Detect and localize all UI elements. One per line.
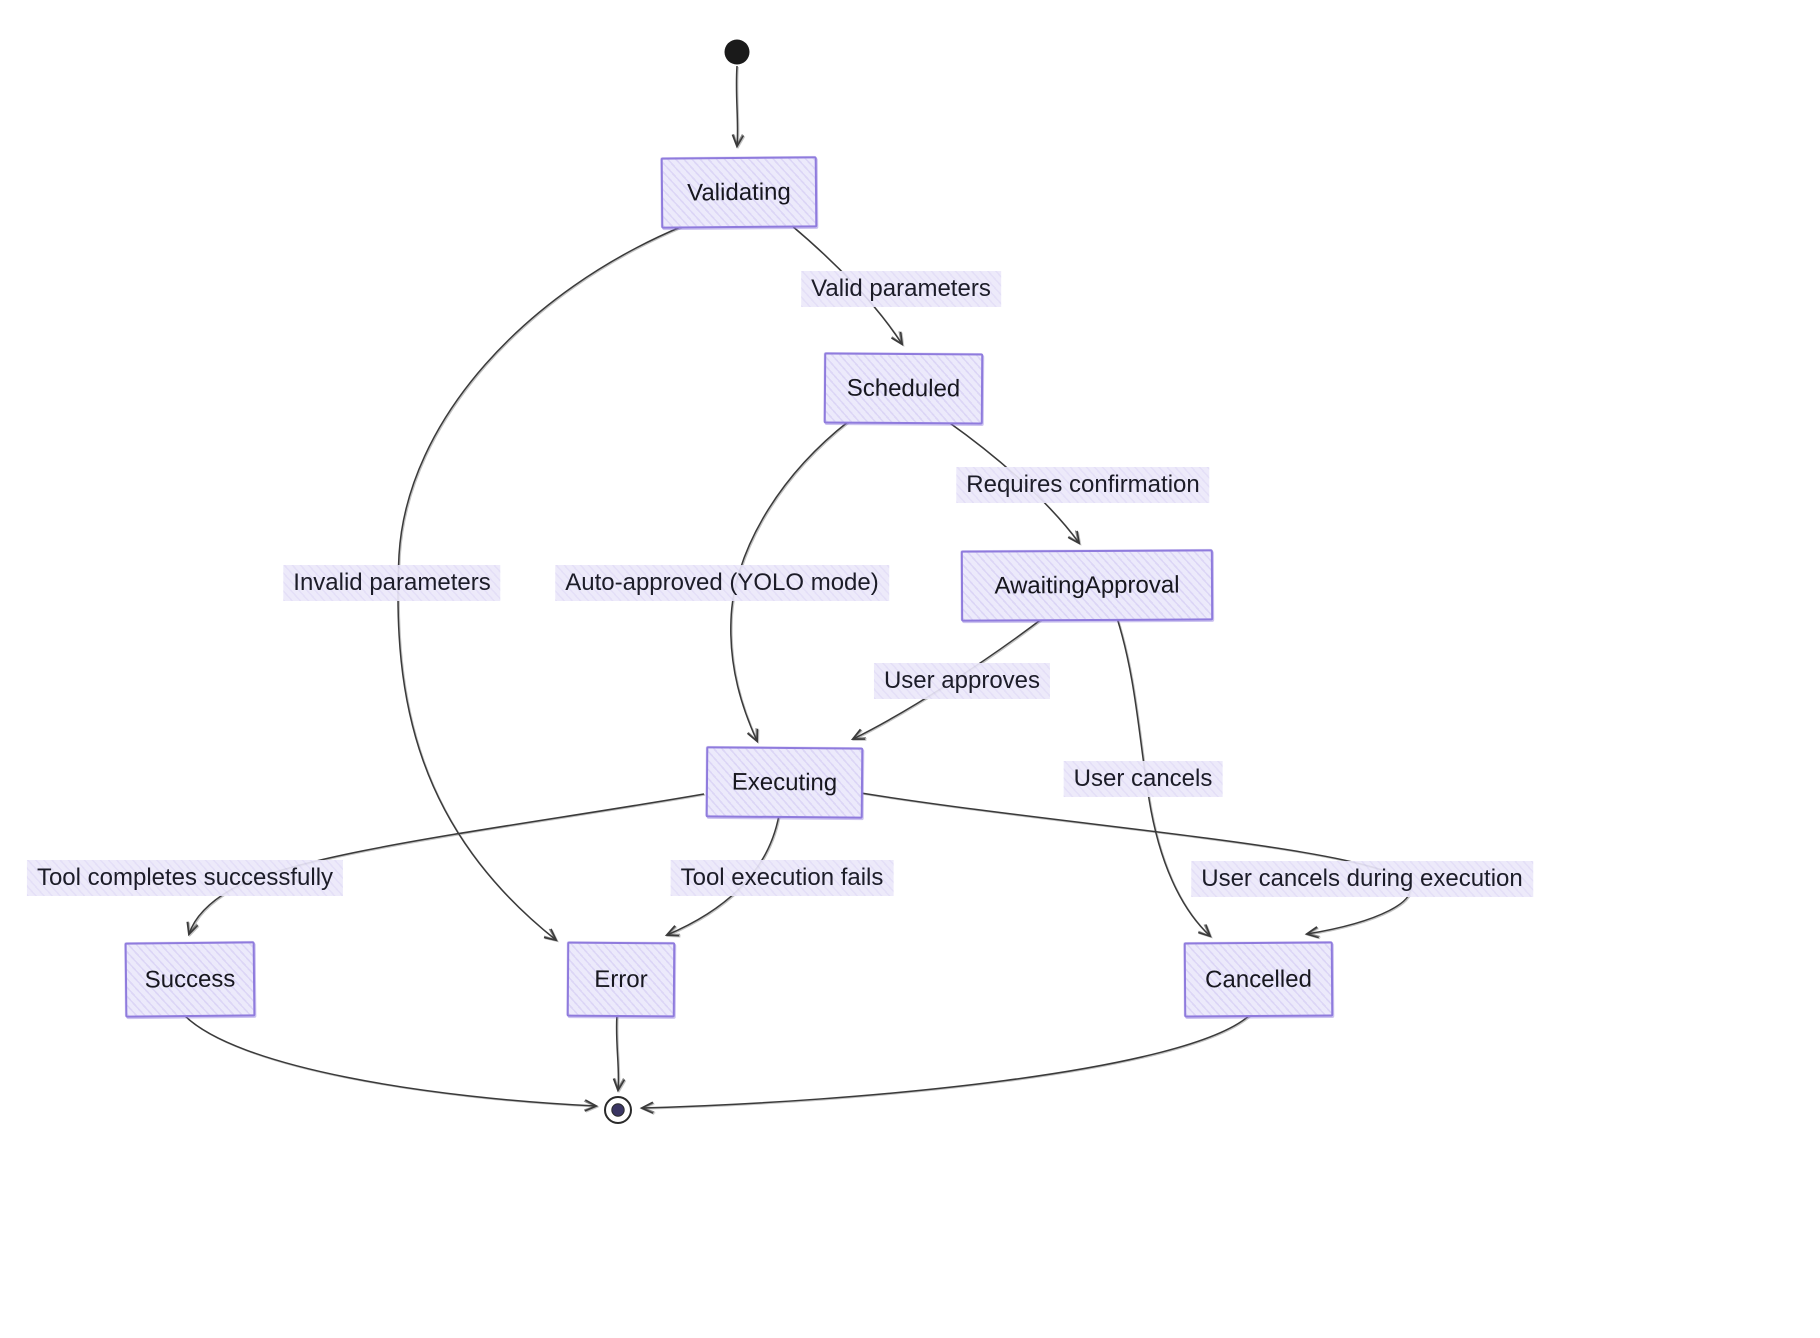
edge-label-requires-confirmation: Requires confirmation	[956, 467, 1210, 503]
edge-label-user-approves: User approves	[873, 663, 1051, 699]
state-success: Success	[124, 941, 256, 1018]
state-error: Error	[566, 941, 676, 1018]
initial-state-icon	[724, 39, 750, 65]
edge-label-auto-approved: Auto-approved (YOLO mode)	[555, 565, 889, 601]
edge-error-to-final	[612, 1013, 626, 1093]
state-cancelled-label: Cancelled	[1205, 965, 1312, 993]
final-state-icon	[604, 1096, 632, 1124]
edge-label-invalid-parameters: Invalid parameters	[283, 565, 501, 601]
state-scheduled: Scheduled	[823, 352, 984, 425]
edge-label-user-cancels: User cancels	[1063, 761, 1223, 797]
state-executing: Executing	[705, 746, 864, 819]
state-cancelled: Cancelled	[1183, 941, 1334, 1018]
state-validating: Validating	[660, 156, 818, 229]
edge-scheduled-to-executing	[730, 420, 850, 744]
edge-cancelled-to-final	[639, 1013, 1252, 1114]
state-awaiting-approval: AwaitingApproval	[960, 549, 1214, 622]
state-scheduled-label: Scheduled	[846, 374, 961, 402]
edge-label-tool-completes-successfully: Tool completes successfully	[26, 860, 344, 896]
state-executing-label: Executing	[731, 768, 838, 796]
state-success-label: Success	[144, 965, 236, 993]
edge-success-to-final	[182, 1013, 599, 1112]
state-error-label: Error	[594, 965, 648, 993]
edge-label-valid-parameters: Valid parameters	[801, 271, 1001, 307]
edge-label-user-cancels-during-execution: User cancels during execution	[1191, 861, 1533, 897]
edge-label-tool-execution-fails: Tool execution fails	[670, 860, 894, 896]
state-awaiting-approval-label: AwaitingApproval	[994, 571, 1180, 599]
state-validating-label: Validating	[687, 178, 791, 206]
edge-init-to-validating	[731, 65, 745, 149]
